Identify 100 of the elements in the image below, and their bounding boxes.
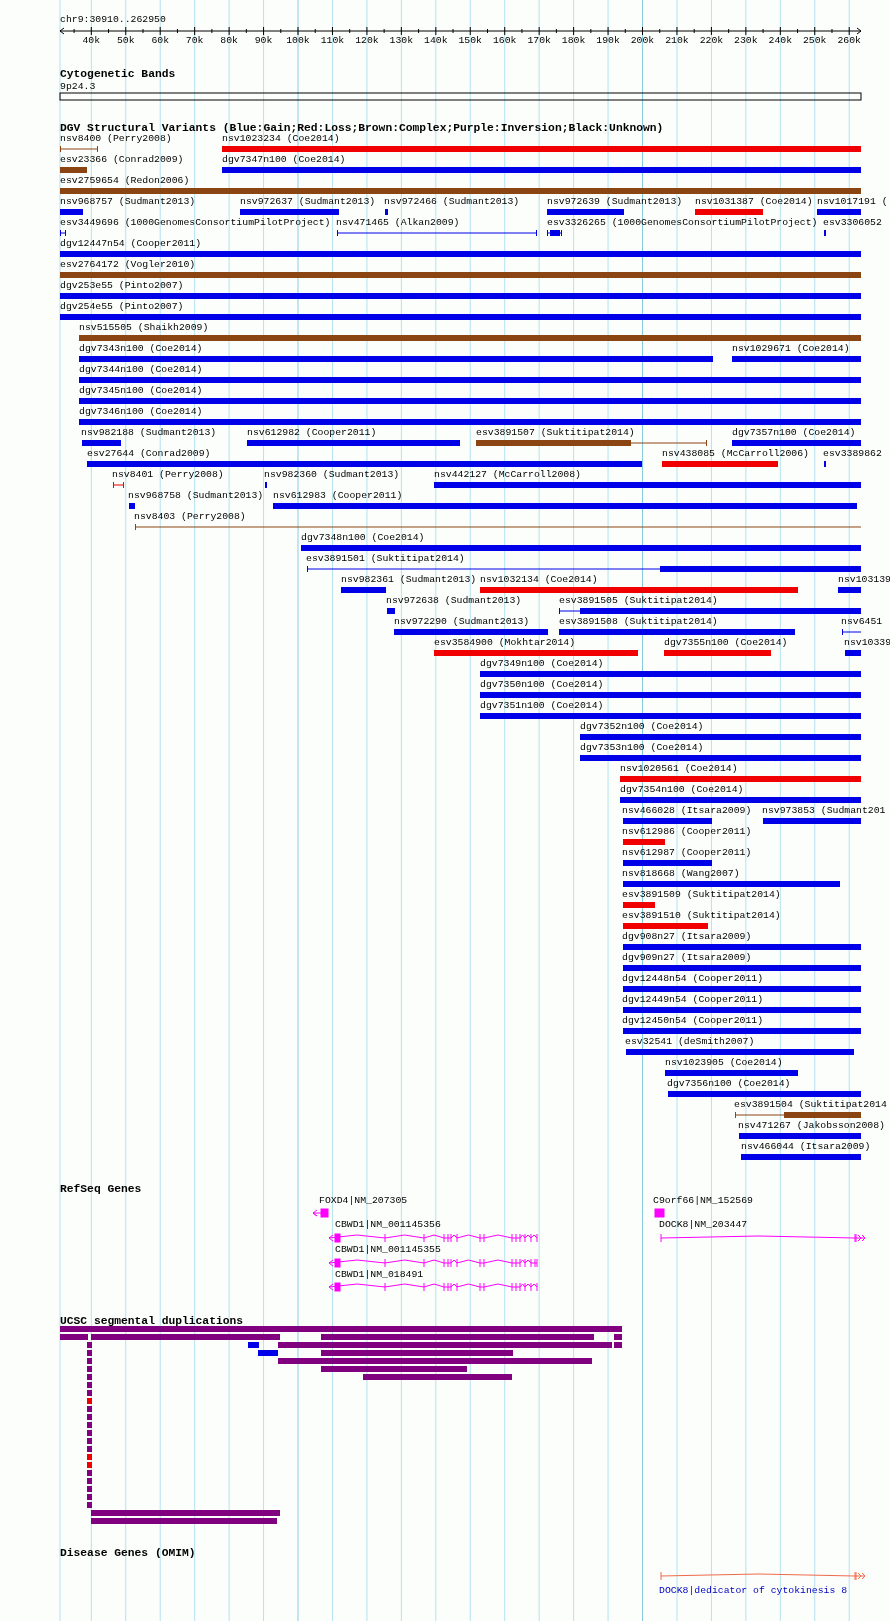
- variant-label: dgv12448n54 (Cooper2011): [622, 973, 764, 985]
- variant-label: nsv8400 (Perry2008): [60, 133, 172, 145]
- variant-label: nsv972637 (Sudmant2013): [240, 196, 376, 208]
- gene-label: DOCK8|NM_203447: [659, 1219, 748, 1231]
- gene-label: FOXD4|NM_207305: [319, 1195, 408, 1207]
- variant-label: nsv612983 (Cooper2011): [273, 490, 403, 502]
- tick-label: 200k: [630, 35, 655, 47]
- variant-label: dgv7343n100 (Coe2014): [79, 343, 203, 355]
- variant-label: dgv908n27 (Itsara2009): [622, 931, 752, 943]
- variant-label: nsv515505 (Shaikh2009): [79, 322, 209, 334]
- variant-label: esv3326265 (1000GenomesConsortiumPilotProject): [547, 217, 818, 229]
- variant-label: nsv466044 (Itsara2009): [741, 1141, 871, 1153]
- variant-label: nsv442127 (McCarroll2008): [434, 469, 581, 481]
- tick-label: 120k: [355, 35, 379, 47]
- variant-label: nsv972466 (Sudmant2013): [384, 196, 520, 208]
- variant-label: dgv7344n100 (Coe2014): [79, 364, 203, 376]
- tick-label: 140k: [424, 35, 448, 47]
- gene-label: DOCK8|dedicator of cytokinesis 8: [659, 1585, 848, 1597]
- variant-label: esv3584900 (Mokhtar2014): [434, 637, 576, 649]
- variant-label: nsv982188 (Sudmant2013): [81, 427, 217, 439]
- variant-label: dgv7357n100 (Coe2014): [732, 427, 856, 439]
- variant-label: dgv7346n100 (Coe2014): [79, 406, 203, 418]
- variant-label: nsv612986 (Cooper2011): [622, 826, 752, 838]
- tick-label: 100k: [286, 35, 310, 47]
- variant-label: nsv1032134 (Coe2014): [480, 574, 598, 586]
- variant-label: nsv972290 (Sudmant2013): [394, 616, 530, 628]
- variant-label: esv3891508 (Suktitipat2014): [559, 616, 718, 628]
- variant-label: dgv7355n100 (Coe2014): [664, 637, 788, 649]
- variant-label: esv3891504 (Suktitipat2014: [734, 1099, 887, 1111]
- track-title: UCSC segmental duplications: [60, 1315, 244, 1327]
- variant-label: dgv7349n100 (Coe2014): [480, 658, 604, 670]
- variant-label: esv27644 (Conrad2009): [87, 448, 211, 460]
- tick-label: 90k: [254, 35, 273, 47]
- variant-label: nsv968758 (Sudmant2013): [128, 490, 264, 502]
- variant-label: esv3449696 (1000GenomesConsortiumPilotProject): [60, 217, 331, 229]
- track-title: RefSeq Genes: [60, 1183, 142, 1195]
- variant-label: nsv471465 (Alkan2009): [336, 217, 460, 229]
- gene-label: CBWD1|NM_018491: [335, 1269, 424, 1281]
- variant-label: dgv7352n100 (Coe2014): [580, 721, 704, 733]
- variant-label: nsv968757 (Sudmant2013): [60, 196, 196, 208]
- variant-label: nsv8401 (Perry2008): [112, 469, 224, 481]
- variant-label: dgv7348n100 (Coe2014): [301, 532, 425, 544]
- tick-label: 240k: [768, 35, 793, 47]
- tick-label: 110k: [320, 35, 345, 47]
- variant-label: dgv7350n100 (Coe2014): [480, 679, 604, 691]
- variant-label: esv2764172 (Vogler2010): [60, 259, 196, 271]
- track-title: Cytogenetic Bands: [60, 68, 176, 80]
- position-label: 9p24.3: [60, 81, 96, 93]
- tick-label: 250k: [803, 35, 827, 47]
- tick-label: 220k: [699, 35, 724, 47]
- variant-label: dgv7353n100 (Coe2014): [580, 742, 704, 754]
- variant-label: nsv1031387 (Coe2014): [695, 196, 813, 208]
- tick-label: 180k: [561, 35, 586, 47]
- variant-label: nsv471267 (Jakobsson2008): [738, 1120, 885, 1132]
- tick-label: 70k: [185, 35, 204, 47]
- gene-label: C9orf66|NM_152569: [653, 1195, 753, 1207]
- variant-label: nsv973853 (Sudmant201: [762, 805, 886, 817]
- variant-label: nsv1023905 (Coe2014): [665, 1057, 783, 1069]
- variant-label: nsv438085 (McCarroll2006): [662, 448, 809, 460]
- variant-label: dgv7345n100 (Coe2014): [79, 385, 203, 397]
- variant-label: nsv1023234 (Coe2014): [222, 133, 340, 145]
- variant-label: nsv6451: [841, 616, 883, 628]
- variant-label: esv2759654 (Redon2006): [60, 175, 190, 187]
- tick-label: 130k: [389, 35, 414, 47]
- variant-label: dgv253e55 (Pinto2007): [60, 280, 184, 292]
- variant-label: esv3891510 (Suktitipat2014): [622, 910, 781, 922]
- variant-label: nsv612987 (Cooper2011): [622, 847, 752, 859]
- tick-label: 160k: [492, 35, 517, 47]
- variant-label: dgv909n27 (Itsara2009): [622, 952, 752, 964]
- variant-label: esv3891509 (Suktitipat2014): [622, 889, 781, 901]
- tick-label: 170k: [527, 35, 551, 47]
- variant-label: dgv12449n54 (Cooper2011): [622, 994, 764, 1006]
- position-label: chr9:30910..262950: [60, 14, 166, 26]
- variant-label: nsv1029671 (Coe2014): [732, 343, 850, 355]
- tick-label: 260k: [837, 35, 861, 47]
- variant-label: nsv612982 (Cooper2011): [247, 427, 377, 439]
- variant-label: dgv7347n100 (Coe2014): [222, 154, 346, 166]
- tick-label: 60k: [151, 35, 169, 47]
- variant-label: esv3389862: [823, 448, 882, 460]
- variant-label: esv23366 (Conrad2009): [60, 154, 184, 166]
- variant-label: nsv1017191 (: [817, 196, 888, 208]
- tick-label: 190k: [596, 35, 620, 47]
- variant-label: dgv7356n100 (Coe2014): [667, 1078, 791, 1090]
- variant-label: nsv972638 (Sudmant2013): [386, 595, 522, 607]
- variant-label: nsv8403 (Perry2008): [134, 511, 246, 523]
- variant-label: esv32541 (deSmith2007): [625, 1036, 755, 1048]
- gene-label: CBWD1|NM_001145355: [335, 1244, 441, 1256]
- variant-label: nsv466028 (Itsara2009): [622, 805, 752, 817]
- tick-label: 50k: [116, 35, 135, 47]
- variant-label: dgv12450n54 (Cooper2011): [622, 1015, 764, 1027]
- variant-label: esv3891501 (Suktitipat2014): [306, 553, 465, 565]
- variant-label: dgv7351n100 (Coe2014): [480, 700, 604, 712]
- track-title: Disease Genes (OMIM): [60, 1547, 196, 1559]
- track-title: DGV Structural Variants (Blue:Gain;Red:Loss;Brown:Complex;Purple:Inversion;Black:Unknown): [60, 122, 664, 134]
- variant-label: nsv972639 (Sudmant2013): [547, 196, 683, 208]
- tick-label: 150k: [458, 35, 482, 47]
- variant-label: nsv1020561 (Coe2014): [620, 763, 738, 775]
- variant-label: esv3306052: [823, 217, 882, 229]
- variant-label: esv3891507 (Suktitipat2014): [476, 427, 635, 439]
- variant-label: nsv10339: [844, 637, 890, 649]
